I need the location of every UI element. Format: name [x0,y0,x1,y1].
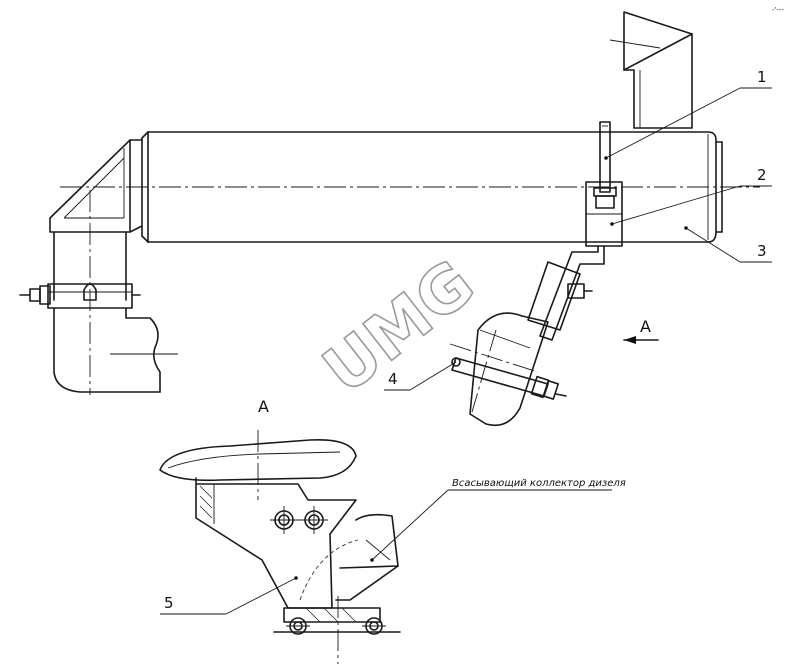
mounting-bracket [527,181,623,341]
callout-5: 5 [164,594,174,612]
callout-2: 2 [757,166,767,184]
callout-4: 4 [388,370,398,388]
side-pipe-clamp [449,312,567,427]
mounting-stud [593,121,617,209]
callout-leaders [384,87,772,391]
view-arrow: А [623,317,659,344]
section-view-title: А [258,397,269,416]
intake-hood [609,11,693,129]
watermark: UMG [310,247,488,409]
section-a-view [159,430,401,664]
callout-3: 3 [757,242,767,260]
air-cleaner-body [60,131,760,243]
view-arrow-label: А [640,317,651,336]
callout-1: 1 [757,68,767,86]
corner-mark: -'--- [772,6,785,14]
section-leaders [160,489,612,615]
intake-elbow [19,139,178,395]
manifold-note: Всасывающий коллектор дизеля [452,478,626,489]
